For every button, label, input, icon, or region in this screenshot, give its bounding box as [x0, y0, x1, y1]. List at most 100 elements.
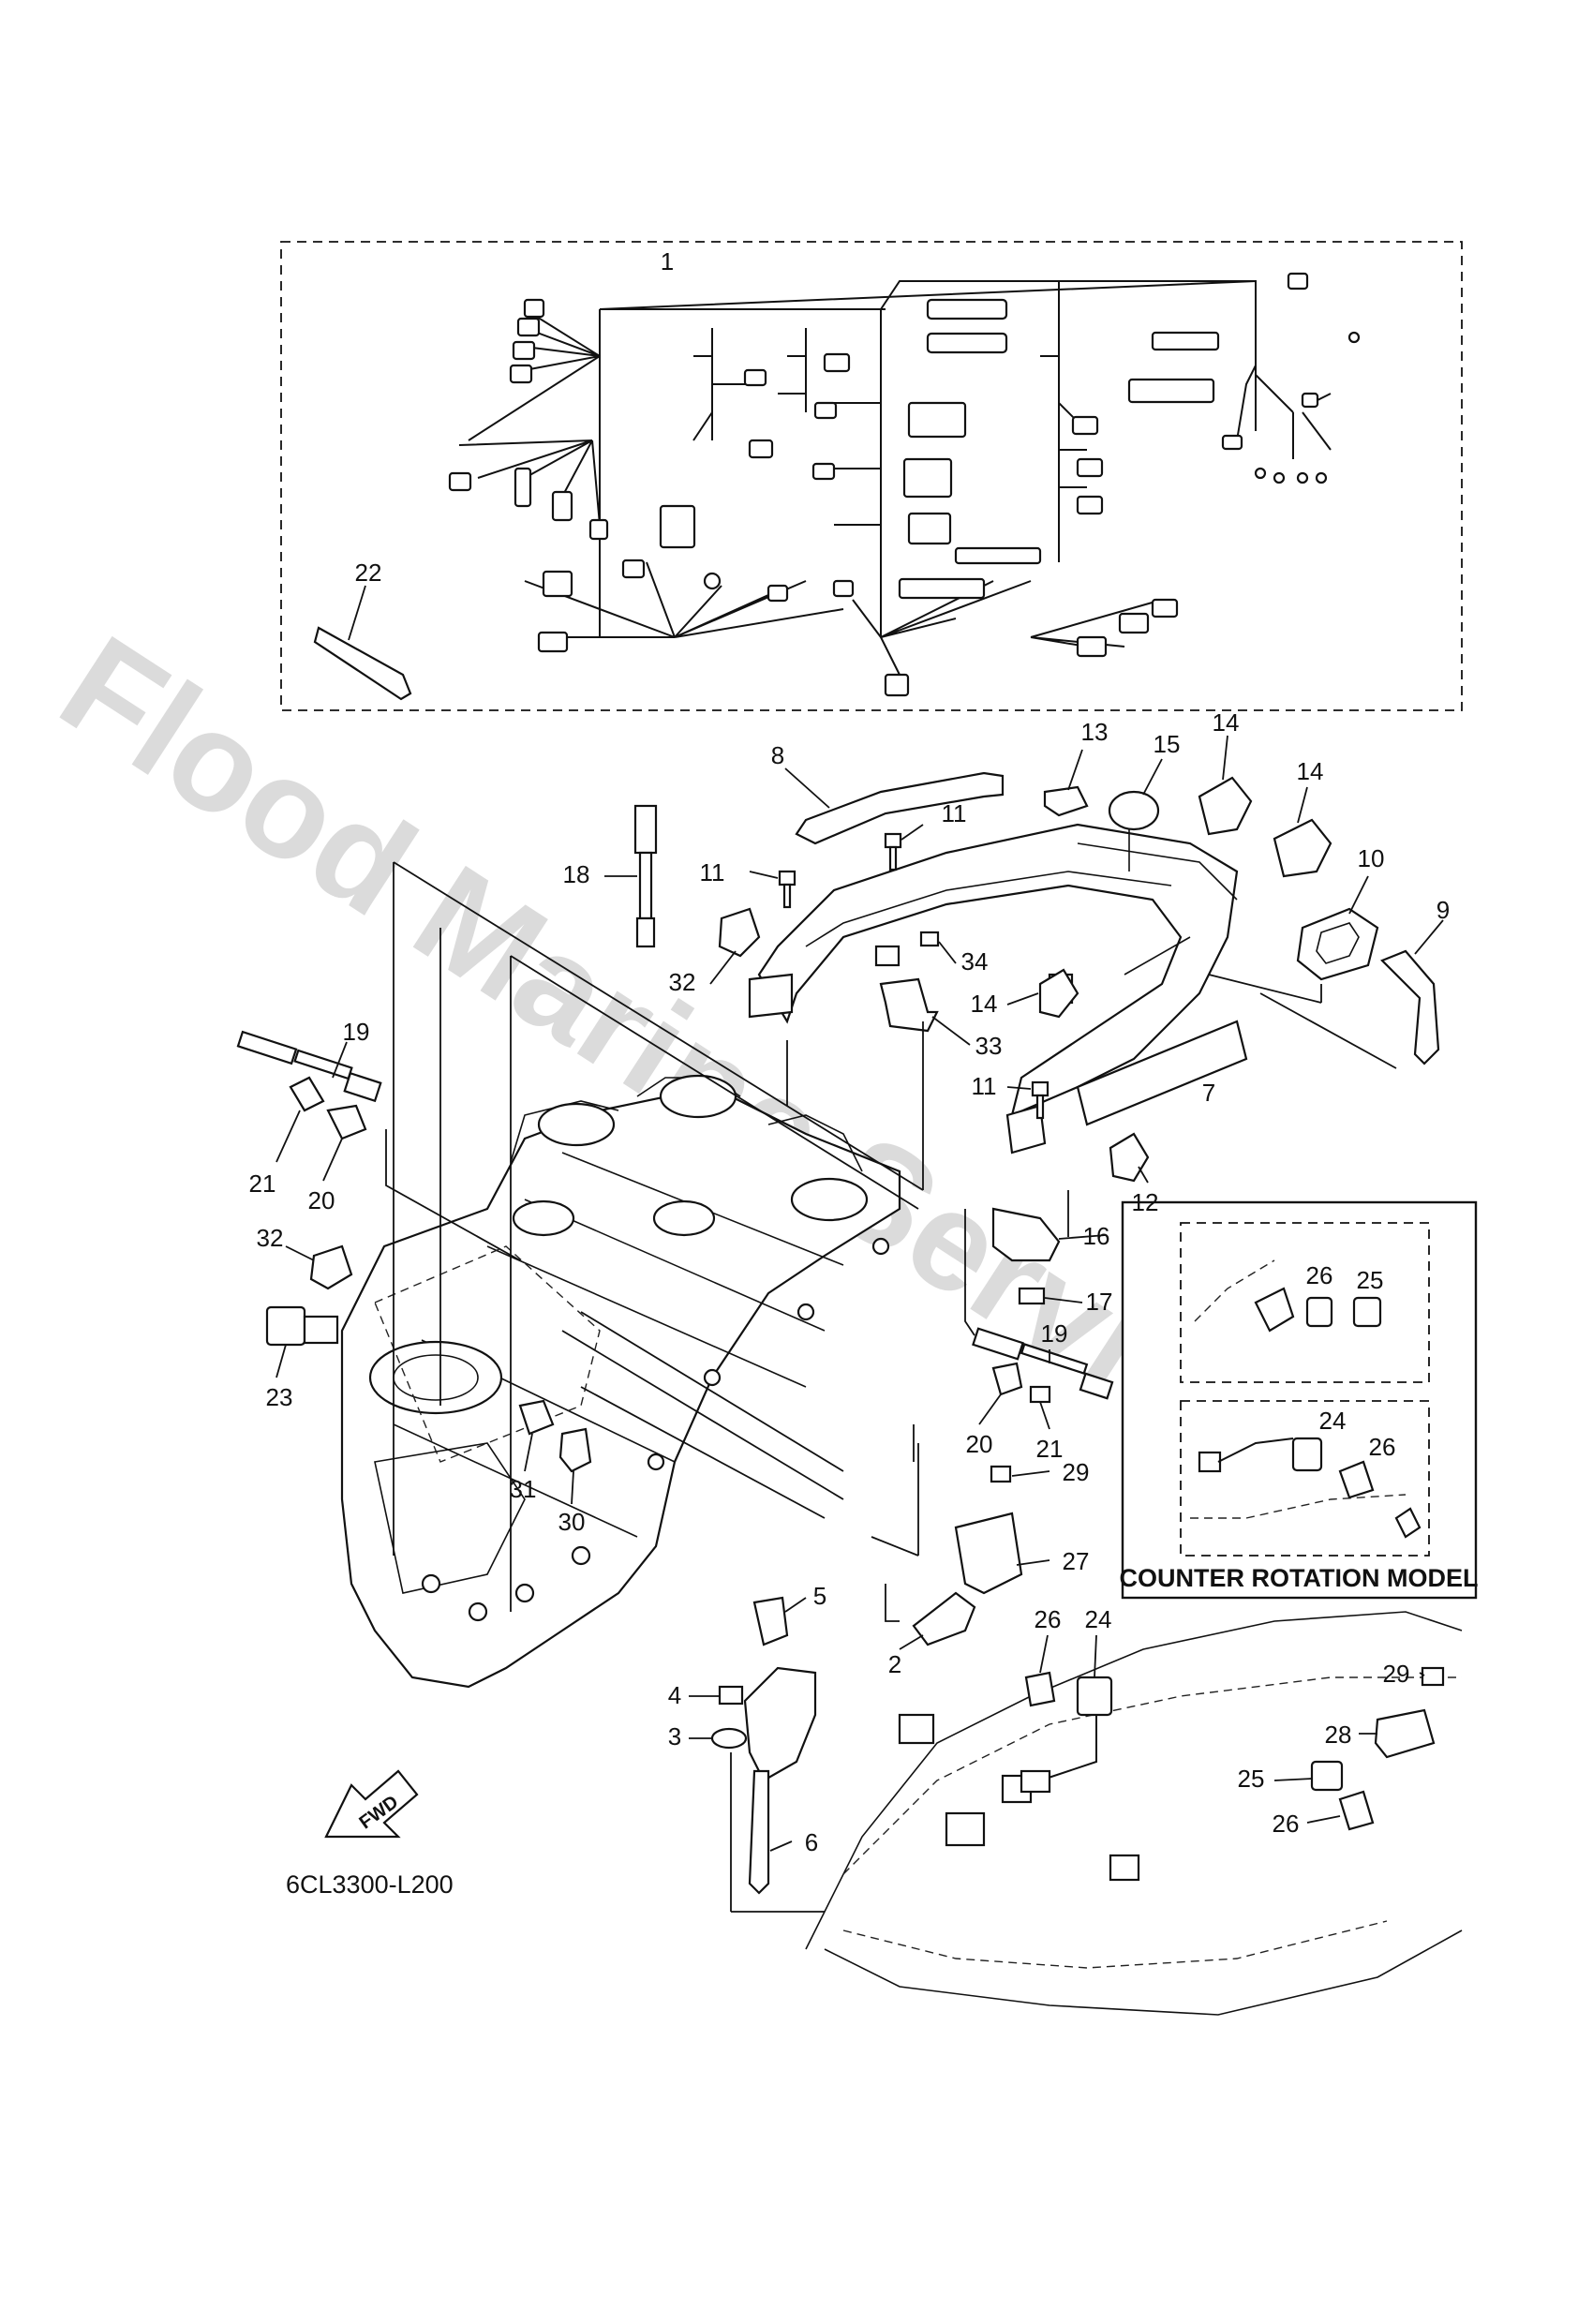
callout-14-upper: 14 — [1213, 708, 1240, 737]
callout-7: 7 — [1202, 1079, 1215, 1107]
callout-24-a: 24 — [1085, 1605, 1112, 1633]
diagram-code: 6CL3300-L200 — [286, 1870, 454, 1899]
callout-19-left: 19 — [343, 1018, 370, 1046]
inset-frame — [1121, 1200, 1478, 1600]
callout-18: 18 — [563, 860, 590, 888]
callout-20-left: 20 — [308, 1186, 335, 1214]
rubber-grommet — [1296, 907, 1379, 981]
clamp-14-upper — [1198, 776, 1253, 836]
counter-rotation-inset: COUNTER ROTATION MODEL — [1120, 1200, 1479, 1600]
callout-12: 12 — [1132, 1188, 1159, 1216]
clamp-14-lower — [1038, 968, 1079, 1019]
callout-16: 16 — [1083, 1222, 1110, 1250]
callout-29-upper: 29 — [1063, 1458, 1090, 1486]
inset-lower-frame — [1180, 1400, 1430, 1557]
callout-17: 17 — [1086, 1288, 1113, 1316]
wire-harness-group — [280, 241, 1463, 711]
callout-14-lower: 14 — [971, 990, 998, 1018]
clip-20-left — [326, 1104, 367, 1140]
callout-21-left: 21 — [249, 1169, 276, 1198]
bolt-4 — [718, 1685, 744, 1706]
callout-4: 4 — [668, 1681, 681, 1709]
callout-20-right: 20 — [966, 1430, 993, 1458]
callout-22: 22 — [355, 559, 382, 587]
callout-29-lower: 29 — [1383, 1660, 1410, 1688]
callout-26-inset-upper: 26 — [1306, 1261, 1333, 1289]
inset-upper-frame — [1180, 1222, 1430, 1383]
engine-block — [340, 1074, 901, 1689]
curved-seal-small — [1380, 949, 1440, 1065]
curved-seal-strip — [795, 771, 1005, 845]
bolt-29-upper — [990, 1465, 1012, 1483]
callout-14-right: 14 — [1297, 757, 1324, 785]
callout-27: 27 — [1063, 1547, 1090, 1575]
fwd-arrow-icon: FWD — [324, 1769, 419, 1839]
callout-33: 33 — [975, 1032, 1003, 1060]
callout-32-upper: 32 — [669, 968, 696, 996]
clamp-2 — [912, 1591, 976, 1646]
clip-20-right — [991, 1362, 1023, 1396]
callout-26-b: 26 — [1273, 1810, 1300, 1838]
callout-34: 34 — [961, 947, 989, 976]
cable-tie-6 — [748, 1769, 770, 1895]
clamp-14-right — [1273, 818, 1332, 878]
harness-24-a — [1020, 1676, 1113, 1794]
callout-26-a: 26 — [1035, 1605, 1062, 1633]
sensor-18 — [633, 804, 658, 948]
bracket-stay — [743, 1666, 817, 1782]
callout-11-top: 11 — [942, 799, 967, 827]
harness-frame — [280, 241, 1463, 711]
bolts-11 — [778, 832, 1050, 1120]
callout-26-inset-lower: 26 — [1369, 1433, 1396, 1461]
callout-3: 3 — [668, 1722, 681, 1750]
callout-11-lower: 11 — [972, 1072, 997, 1100]
harness-connectors — [448, 272, 1361, 697]
callout-1: 1 — [661, 247, 674, 276]
plug-25 — [1310, 1760, 1344, 1792]
cable-tie — [313, 626, 412, 701]
bolt-21-right — [1029, 1385, 1051, 1404]
callout-2: 2 — [888, 1650, 901, 1678]
clip-5 — [752, 1596, 789, 1646]
sensor-19-right — [972, 1327, 1114, 1400]
bolt-34 — [919, 931, 940, 947]
grommet-26-b — [1338, 1790, 1375, 1831]
callout-32-lower: 32 — [257, 1224, 284, 1252]
collar-3 — [710, 1727, 748, 1750]
callout-5: 5 — [813, 1582, 826, 1610]
plug-31 — [518, 1399, 555, 1436]
callout-31: 31 — [510, 1475, 537, 1503]
callout-24-inset: 24 — [1319, 1407, 1347, 1435]
callout-labels: 1 22 8 13 15 14 14 11 11 10 9 18 32 34 1… — [249, 247, 1451, 1856]
bottom-cowling — [805, 1611, 1463, 2016]
callout-11-left: 11 — [700, 858, 725, 886]
sensor-23 — [265, 1305, 339, 1347]
sensor-19-left — [236, 1030, 382, 1103]
callout-23: 23 — [266, 1383, 293, 1411]
clamp-32-lower — [309, 1244, 353, 1290]
callout-15: 15 — [1154, 730, 1181, 758]
callout-25-inset: 25 — [1357, 1266, 1384, 1294]
bracket-27 — [954, 1512, 1023, 1595]
callout-6: 6 — [805, 1828, 818, 1856]
callout-28: 28 — [1325, 1721, 1352, 1749]
switch-30 — [558, 1427, 592, 1473]
leader-construction-lines — [385, 861, 1069, 1913]
callout-21-right: 21 — [1036, 1435, 1064, 1463]
callout-10: 10 — [1358, 844, 1385, 872]
inset-caption: COUNTER ROTATION MODEL — [1120, 1564, 1479, 1592]
bracket-33 — [879, 977, 939, 1033]
grommet-26-a — [1024, 1671, 1056, 1707]
clamp-13 — [1043, 785, 1089, 817]
callout-19-right: 19 — [1041, 1319, 1068, 1348]
callout-30: 30 — [558, 1508, 586, 1536]
callout-25-a: 25 — [1238, 1765, 1265, 1793]
callout-13: 13 — [1081, 718, 1109, 746]
callout-8: 8 — [771, 741, 784, 769]
clamp-32-upper — [718, 907, 761, 958]
bracket-28 — [1374, 1708, 1436, 1759]
bolt-17 — [1018, 1287, 1046, 1305]
callout-9: 9 — [1437, 896, 1450, 924]
bolt-21-left — [289, 1076, 325, 1112]
